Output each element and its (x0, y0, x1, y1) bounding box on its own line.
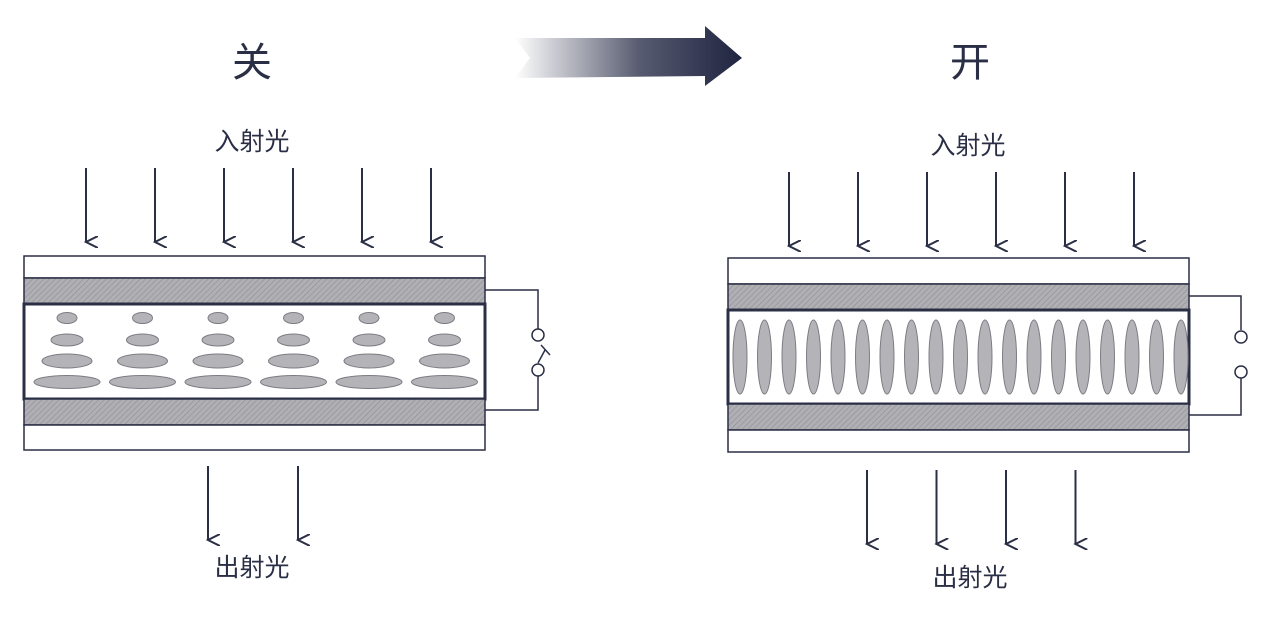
lc-molecule (1051, 319, 1066, 395)
lc-molecule (879, 319, 895, 395)
on-output-arrows (867, 470, 1076, 544)
liquid-crystal-cell (22, 302, 487, 401)
lc-molecule (50, 333, 84, 347)
lc-molecule (268, 353, 319, 369)
lc-molecule (1002, 319, 1017, 395)
lc-molecule (732, 319, 748, 395)
lc-molecule (117, 353, 168, 369)
off-panel (22, 168, 551, 540)
on-panel (726, 172, 1248, 544)
lc-molecule (953, 319, 968, 395)
lc-molecule (358, 312, 380, 324)
lc-molecule (352, 333, 386, 347)
lc-molecule (184, 375, 252, 389)
top-glass (23, 255, 486, 279)
bottom-electrode-layer (727, 403, 1190, 431)
lc-molecule (1075, 319, 1091, 395)
top-electrode-layer (23, 277, 486, 305)
lc-molecule (1100, 319, 1115, 395)
on-incident-label: 入射光 (930, 131, 1006, 160)
lc-molecule (757, 319, 772, 395)
top-electrode-layer (727, 283, 1190, 311)
on-molecules (732, 319, 1189, 395)
off-incident-arrows (86, 168, 431, 242)
lc-molecule (192, 353, 244, 369)
lc-molecule (1026, 319, 1042, 395)
lc-molecule (428, 333, 461, 347)
lc-molecule (1173, 319, 1189, 395)
lc-molecule (411, 375, 478, 389)
lc-molecule (1124, 319, 1140, 395)
on-output-label: 出射光 (932, 563, 1008, 592)
on-incident-arrows (789, 172, 1134, 246)
lc-molecule (343, 353, 395, 369)
bottom-glass (727, 429, 1190, 453)
off-state-label: 关 (232, 40, 272, 86)
lc-molecule (904, 319, 919, 395)
closed-circuit-icon (1189, 295, 1248, 416)
lc-molecule (33, 375, 101, 389)
lc-molecule (855, 319, 870, 395)
lc-molecule (419, 353, 470, 369)
lc-molecule (126, 333, 159, 347)
lc-molecule (1149, 319, 1164, 395)
top-glass (727, 257, 1190, 285)
lc-molecule (260, 375, 327, 389)
off-output-label: 出射光 (214, 553, 290, 582)
off-output-arrows (208, 466, 298, 540)
transition-arrow-icon (515, 26, 742, 86)
bottom-electrode-layer (23, 398, 486, 426)
lc-molecule (109, 375, 176, 389)
lc-molecule (41, 353, 93, 369)
lc-molecule (977, 319, 993, 395)
lc-molecule (277, 333, 310, 347)
lc-molecule (201, 333, 235, 347)
lc-molecule (928, 319, 944, 395)
lc-molecule (806, 319, 821, 395)
on-state-label: 开 (950, 40, 990, 86)
lc-molecule (56, 312, 78, 324)
lc-molecule (335, 375, 403, 389)
lc-molecule (434, 312, 455, 324)
lc-molecule (283, 312, 304, 324)
lc-molecule (781, 319, 797, 395)
open-switch-icon (485, 289, 551, 411)
lc-molecule (830, 319, 846, 395)
off-molecules (33, 312, 478, 389)
lc-molecule (132, 312, 153, 324)
bottom-glass (23, 424, 486, 451)
lc-molecule (207, 312, 229, 324)
off-incident-label: 入射光 (214, 127, 290, 156)
